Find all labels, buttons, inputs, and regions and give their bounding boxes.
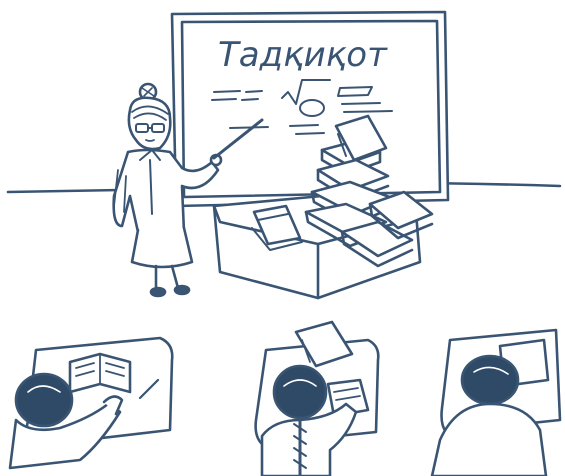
- teacher-figure: [112, 82, 223, 298]
- blackboard-title: Тадқиқот: [218, 35, 388, 75]
- pointer-stick: [212, 118, 264, 160]
- book-stack: [304, 114, 434, 268]
- student-figure-middle: [260, 364, 358, 476]
- student-figure-right: [430, 354, 548, 476]
- student-figure-left: [8, 372, 124, 470]
